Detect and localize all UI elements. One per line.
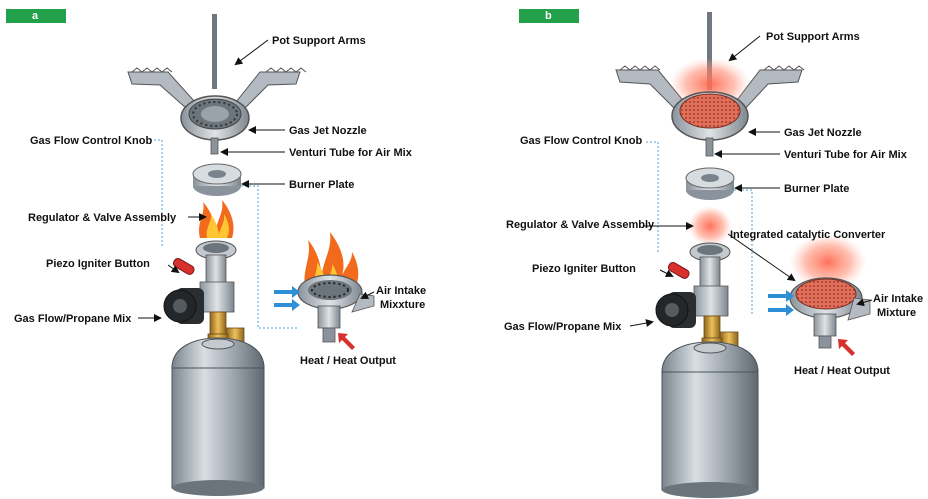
heat-arrow xyxy=(838,339,855,356)
label-air-intake-2: Mixture xyxy=(877,307,916,319)
label-gas-jet-nozzle: Gas Jet Nozzle xyxy=(289,125,367,137)
label-heat-output: Heat / Heat Output xyxy=(794,365,890,377)
label-gas-flow-propane: Gas Flow/Propane Mix xyxy=(14,313,132,325)
panel-tag-a: a xyxy=(6,9,66,23)
label-air-intake-1: Air Intake xyxy=(376,285,426,297)
label-gas-flow-control-knob: Gas Flow Control Knob xyxy=(520,135,642,147)
top-rod xyxy=(212,14,217,89)
label-piezo-igniter: Piezo Igniter Button xyxy=(46,258,150,270)
label-venturi-tube: Venturi Tube for Air Mix xyxy=(784,149,908,161)
label-pot-support-arms: Pot Support Arms xyxy=(766,31,860,43)
stove-diagram-b: Pot Support Arms Gas Jet Nozzle Gas Flow… xyxy=(504,12,923,498)
label-burner-plate: Burner Plate xyxy=(289,179,354,191)
label-heat-output: Heat / Heat Output xyxy=(300,355,396,367)
label-integrated-converter: Integrated catalytic Converter xyxy=(730,229,886,241)
label-air-intake-2: Mixxture xyxy=(380,299,425,311)
side-catalytic-burner xyxy=(789,234,871,349)
air-intake-arrows xyxy=(274,286,300,311)
label-gas-flow-control-knob: Gas Flow Control Knob xyxy=(30,135,152,147)
burner-plate xyxy=(685,167,735,200)
label-burner-plate: Burner Plate xyxy=(784,183,849,195)
burner-plate xyxy=(192,163,242,196)
gas-canister xyxy=(171,337,265,496)
label-regulator-valve: Regulator & Valve Assembly xyxy=(506,219,655,231)
flame-regulator xyxy=(199,200,234,238)
regulator-assembly xyxy=(689,242,731,317)
piezo-igniter xyxy=(172,258,195,275)
panel-tag-b: b xyxy=(519,9,579,23)
guide-lines xyxy=(150,139,298,329)
label-gas-jet-nozzle: Gas Jet Nozzle xyxy=(784,127,862,139)
top-rod xyxy=(707,12,712,90)
control-knob xyxy=(163,288,204,324)
label-venturi-tube: Venturi Tube for Air Mix xyxy=(289,147,413,159)
leader-lines xyxy=(138,39,375,322)
side-burner xyxy=(297,232,375,343)
label-air-intake-1: Air Intake xyxy=(873,293,923,305)
glow-regulator xyxy=(688,206,732,246)
label-piezo-igniter: Piezo Igniter Button xyxy=(532,263,636,275)
venturi-tube xyxy=(210,137,219,155)
stove-diagram-a: Pot Support Arms Gas Jet Nozzle Gas Flow… xyxy=(14,14,426,496)
catalytic-burner xyxy=(670,58,750,141)
panel-b: b xyxy=(464,0,928,499)
control-knob xyxy=(655,292,696,328)
gas-canister xyxy=(661,341,759,498)
label-regulator-valve: Regulator & Valve Assembly xyxy=(28,212,177,224)
leader-lines xyxy=(629,35,873,328)
regulator-assembly xyxy=(195,240,237,313)
piezo-igniter xyxy=(667,262,690,279)
label-pot-support-arms: Pot Support Arms xyxy=(272,35,366,47)
burner-ring xyxy=(180,95,250,141)
air-intake-arrows xyxy=(768,290,794,316)
venturi-tube xyxy=(705,137,714,157)
heat-arrow xyxy=(338,333,355,350)
panel-a: a xyxy=(6,9,426,496)
label-gas-flow-propane: Gas Flow/Propane Mix xyxy=(504,321,622,333)
